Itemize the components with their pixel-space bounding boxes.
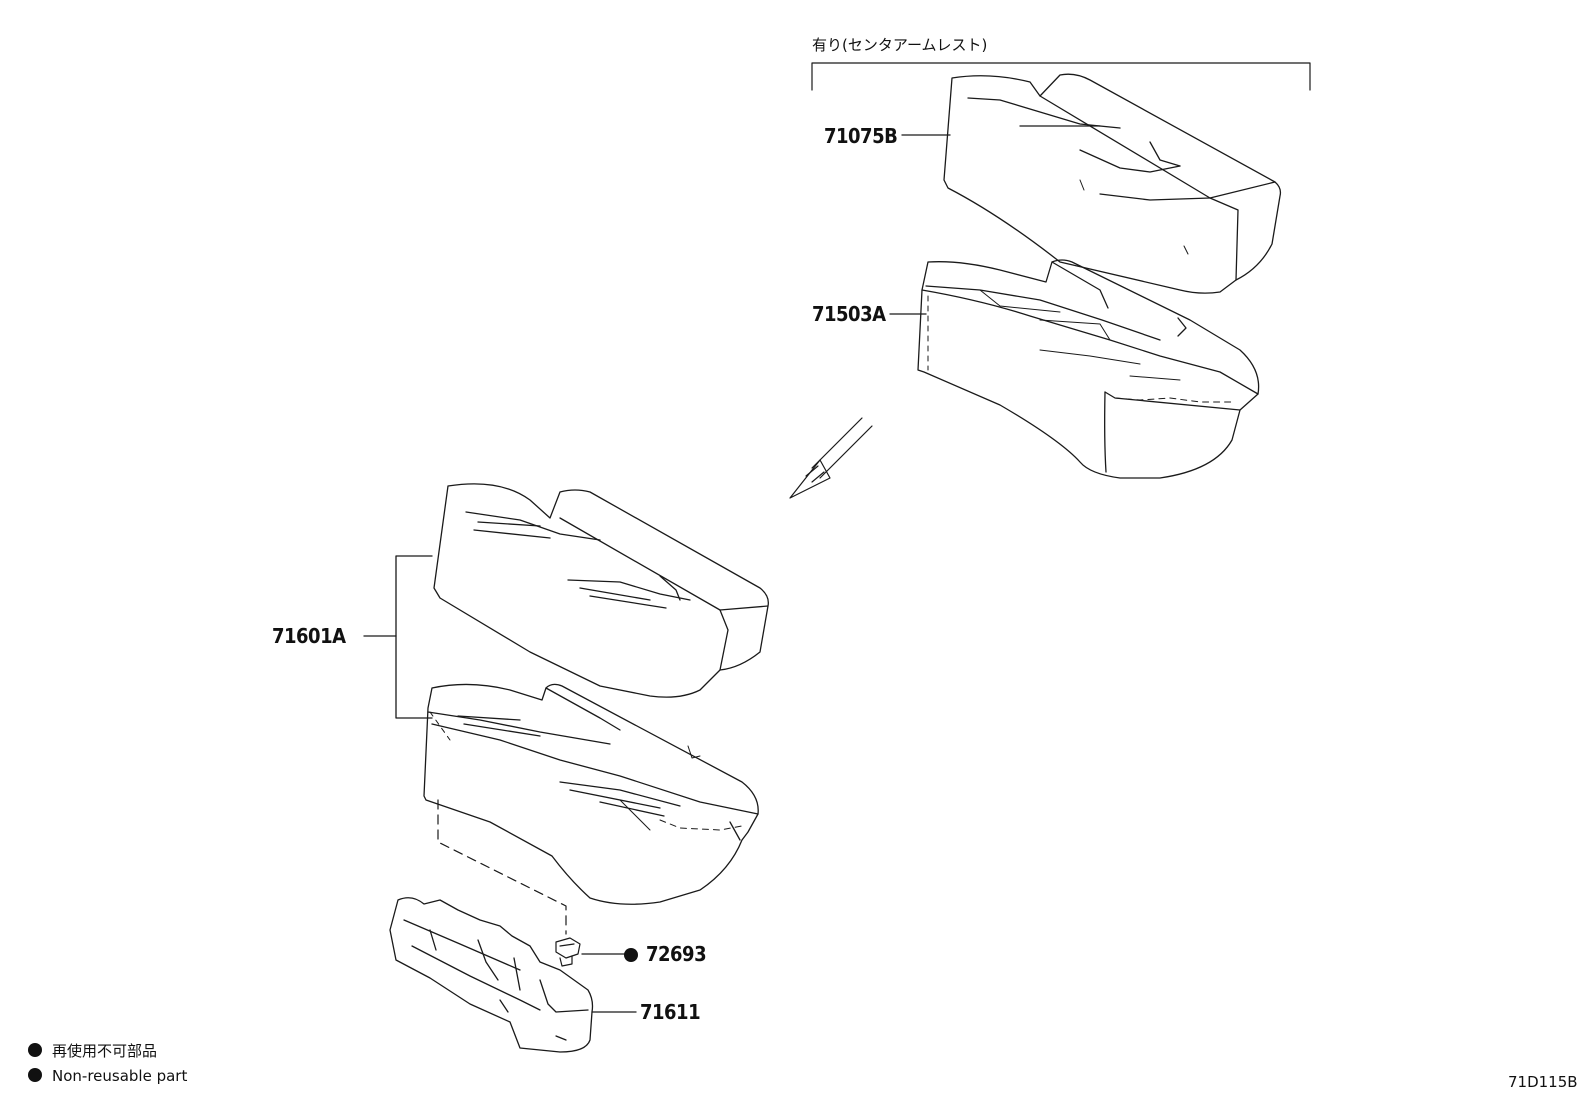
part-number-72693-text: 72693 [646, 942, 707, 966]
legend-english-text: Non-reusable part [52, 1067, 188, 1085]
part-number-72693[interactable]: 72693 [624, 942, 707, 966]
legend-japanese: 再使用不可部品 [28, 1043, 157, 1059]
assembly-dashed-line [437, 799, 567, 935]
seat-back-cover-standard-drawing [433, 483, 769, 698]
variant-bracket-label: 有り(センタアームレスト) [812, 36, 988, 54]
clip-72693-drawing [555, 937, 581, 967]
variant-bracket [811, 62, 1311, 91]
seat-pad-71611-drawing [389, 897, 594, 1053]
seat-cushion-standard-drawing [423, 683, 759, 905]
part-number-71075B[interactable]: 71075B [824, 124, 898, 148]
part-number-71611[interactable]: 71611 [640, 1000, 701, 1024]
diagram-code: 71D115B [1508, 1073, 1578, 1091]
part-number-71503A[interactable]: 71503A [812, 302, 886, 326]
legend-japanese-text: 再使用不可部品 [52, 1042, 158, 1060]
legend-marker-icon [28, 1043, 42, 1057]
seat-back-cover-armrest-drawing [943, 73, 1282, 294]
seat-cushion-armrest-drawing [917, 259, 1260, 479]
change-arrow-drawing [789, 417, 873, 499]
legend-marker-icon [28, 1068, 42, 1082]
non-reusable-marker-icon [624, 948, 638, 962]
part-number-71601A[interactable]: 71601A [272, 624, 346, 648]
legend-english: Non-reusable part [28, 1068, 187, 1084]
bracket-71601A [395, 555, 433, 719]
